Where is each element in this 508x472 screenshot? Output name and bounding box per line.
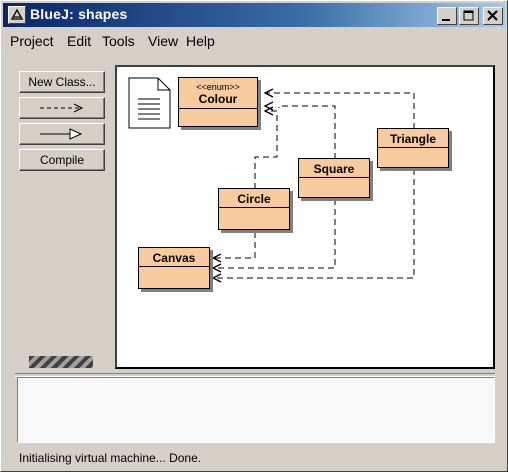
class-square[interactable]: Square [298, 158, 370, 198]
menu-view[interactable]: View [148, 33, 179, 49]
readme-document-icon[interactable] [128, 77, 172, 129]
menu-help[interactable]: Help [186, 33, 215, 49]
dependency-arrows [211, 88, 415, 283]
class-name: Circle [219, 189, 289, 208]
maximize-icon [463, 10, 474, 21]
uses-arrow-button[interactable] [19, 97, 105, 119]
class-canvas[interactable]: Canvas [138, 247, 210, 289]
class-circle[interactable]: Circle [218, 188, 290, 230]
close-icon [487, 10, 498, 21]
class-colour[interactable]: <<enum>> Colour [178, 77, 258, 127]
dashed-arrow-icon [40, 103, 84, 113]
window-title: BlueJ: shapes [30, 6, 128, 22]
menu-bar: Project Edit Tools View Help [3, 29, 505, 51]
class-triangle[interactable]: Triangle [377, 128, 449, 168]
compile-button[interactable]: Compile [19, 149, 105, 171]
menu-tools[interactable]: Tools [102, 33, 135, 49]
vm-activity-indicator [29, 356, 93, 368]
maximize-button[interactable] [459, 7, 479, 25]
minimize-button[interactable] [437, 7, 457, 25]
new-class-button[interactable]: New Class... [19, 71, 105, 93]
menu-project[interactable]: Project [10, 33, 54, 49]
class-diagram-canvas[interactable]: <<enum>> Colour Triangle Square Circle C… [115, 65, 495, 369]
close-button[interactable] [483, 7, 503, 25]
status-text: Initialising virtual machine... Done. [19, 451, 202, 465]
title-bar[interactable]: BlueJ: shapes [3, 3, 505, 27]
bluej-icon [8, 6, 26, 24]
class-name: Square [299, 159, 369, 178]
inherits-arrow-button[interactable] [19, 123, 105, 145]
class-name: Colour [179, 92, 257, 109]
menu-edit[interactable]: Edit [67, 33, 92, 49]
message-area [17, 377, 495, 443]
minimize-icon [442, 19, 450, 21]
class-name: Canvas [139, 248, 209, 267]
inheritance-arrow-icon [40, 128, 83, 140]
class-stereotype: <<enum>> [196, 82, 240, 92]
pane-splitter[interactable] [15, 373, 495, 377]
class-name: Triangle [378, 129, 448, 148]
